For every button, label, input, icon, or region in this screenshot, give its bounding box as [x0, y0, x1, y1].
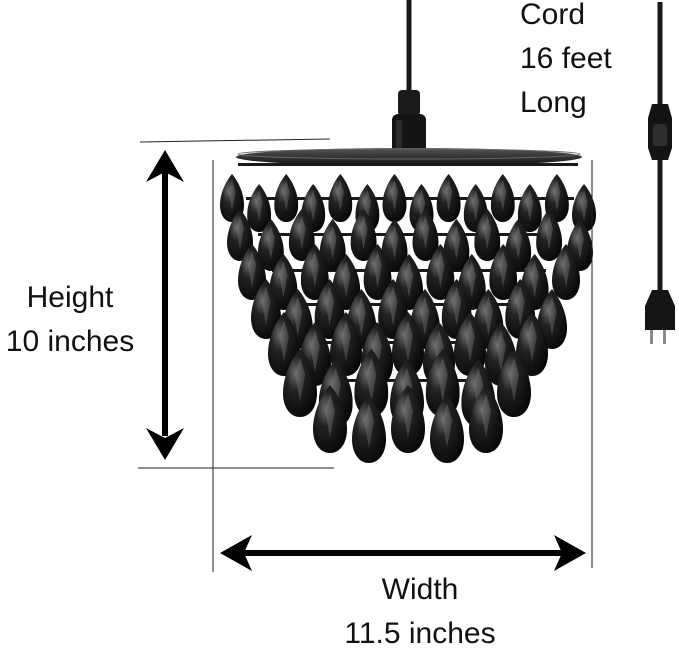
- chandelier-icon: [220, 163, 596, 463]
- tier-ring: [246, 197, 574, 200]
- cord-label-line-2: 16 feet: [520, 42, 612, 75]
- crystal-drop: [274, 174, 299, 222]
- height-label: Height 10 inches: [0, 276, 140, 364]
- width-label-line-2: 11.5 inches: [344, 617, 496, 650]
- cord-length-label: Cord 16 feet Long: [520, 0, 612, 125]
- crystal-drop: [436, 174, 461, 222]
- height-label-line-2: 10 inches: [5, 325, 135, 358]
- crystal-drop: [382, 174, 407, 222]
- cord-label-line-3: Long: [520, 86, 587, 119]
- tier-ring: [238, 163, 578, 166]
- width-arrow: [220, 535, 586, 571]
- height-arrow: [146, 150, 184, 460]
- crystal-drop: [328, 174, 353, 222]
- inline-switch-icon: [648, 104, 672, 160]
- top-ring: [236, 148, 582, 166]
- height-label-line-1: Height: [26, 281, 114, 314]
- cord-label-line-1: Cord: [520, 0, 586, 31]
- plug-icon: [645, 290, 675, 344]
- power-cord: [645, 2, 675, 344]
- crystal-drop: [490, 174, 515, 222]
- tier-ring: [258, 233, 560, 236]
- width-label-line-1: Width: [381, 573, 459, 606]
- width-label: Width 11.5 inches: [320, 568, 520, 656]
- dimension-guides: [138, 138, 593, 572]
- socket-icon: [392, 90, 426, 154]
